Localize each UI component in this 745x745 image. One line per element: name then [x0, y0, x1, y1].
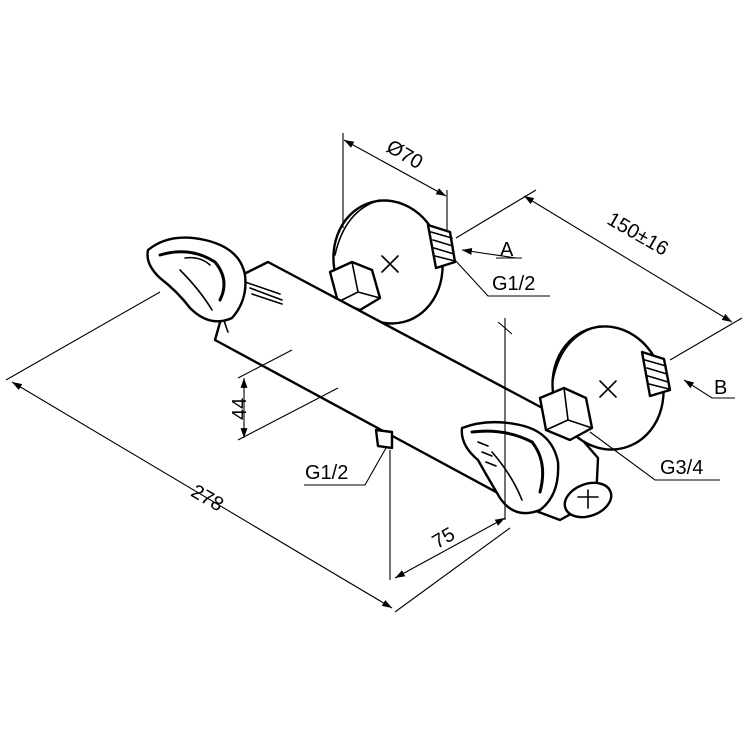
label-thread-bottom: G1/2	[305, 462, 348, 484]
leader-port-a	[461, 248, 522, 259]
dimension-height	[237, 349, 339, 441]
leader-thread-bottom	[304, 447, 387, 486]
label-height: 44	[229, 398, 251, 420]
right-handle	[460, 420, 560, 515]
label-port-b: B	[714, 377, 727, 399]
end-cap	[563, 481, 613, 519]
label-diameter: Ø70	[383, 136, 427, 174]
dimension-diameter	[342, 133, 448, 232]
front-connector-b	[640, 350, 672, 398]
label-center-distance: 150±16	[603, 208, 672, 260]
leader-thread-a	[454, 259, 550, 297]
left-handle	[146, 236, 247, 323]
label-thread-a: G1/2	[492, 273, 535, 295]
label-offset: 75	[429, 523, 459, 553]
label-thread-outlet: G3/4	[660, 457, 703, 479]
rear-connector-a	[426, 223, 457, 270]
dimension-offset	[389, 318, 513, 580]
label-port-a: A	[500, 239, 514, 261]
front-hex-nut	[538, 386, 594, 442]
leader-thread-outlet	[589, 431, 720, 481]
leader-port-b	[683, 379, 735, 399]
label-length: 278	[187, 480, 227, 516]
dimension-center-distance	[455, 189, 743, 361]
bottom-outlet	[374, 428, 394, 450]
